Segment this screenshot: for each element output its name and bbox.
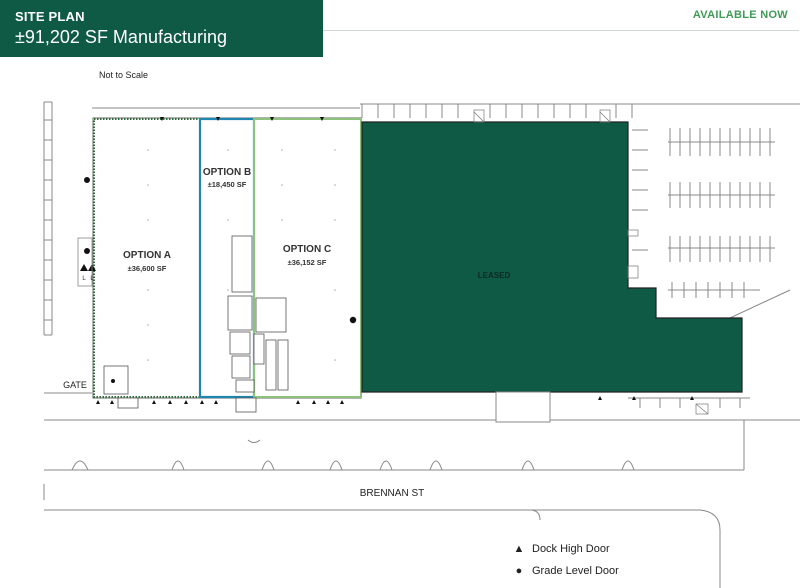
gate-label: GATE xyxy=(63,380,87,390)
option-c-area: ±36,152 SF xyxy=(288,258,327,267)
door-l-label-1: L xyxy=(82,276,86,282)
option-a-area: ±36,600 SF xyxy=(128,264,167,273)
legend-dock-high-label: Dock High Door xyxy=(532,543,610,555)
front-wall-markers xyxy=(96,117,694,404)
street-label: BRENNAN ST xyxy=(360,488,424,499)
legend-grade-level-label: Grade Level Door xyxy=(532,565,619,577)
hatched-pads xyxy=(473,109,709,415)
grade-level-doors xyxy=(84,177,357,383)
header-rule xyxy=(323,30,799,31)
leased-dock-annex xyxy=(495,391,551,423)
door-enclosure xyxy=(77,237,93,287)
header-panel: SITE PLAN ±91,202 SF Manufacturing xyxy=(0,0,323,57)
door-l-label-2: L xyxy=(90,276,94,282)
leased-building xyxy=(361,121,743,393)
leased-label: LEASED xyxy=(478,271,511,280)
availability-badge: AVAILABLE NOW xyxy=(692,9,788,21)
legend-grade-level: ● Grade Level Door xyxy=(512,565,619,577)
triangle-icon: ▲ xyxy=(513,543,525,555)
option-a-label: OPTION A xyxy=(123,250,171,261)
option-b-label: OPTION B xyxy=(203,167,251,178)
lot-outline xyxy=(44,103,800,421)
road-islands xyxy=(43,420,745,588)
option-c-label: OPTION C xyxy=(283,244,331,255)
legend-dock-high: ▲ Dock High Door xyxy=(512,543,610,555)
option-b-area: ±18,450 SF xyxy=(208,180,247,189)
page-title: SITE PLAN xyxy=(15,9,85,24)
scale-note: Not to Scale xyxy=(99,70,149,80)
office-rooms xyxy=(103,235,289,413)
right-parking xyxy=(361,104,775,408)
page-subtitle: ±91,202 SF Manufacturing xyxy=(15,27,228,47)
building-footprint xyxy=(92,117,362,399)
circle-icon: ● xyxy=(515,565,523,577)
option-c-outline xyxy=(253,118,362,398)
left-parking xyxy=(43,101,92,394)
